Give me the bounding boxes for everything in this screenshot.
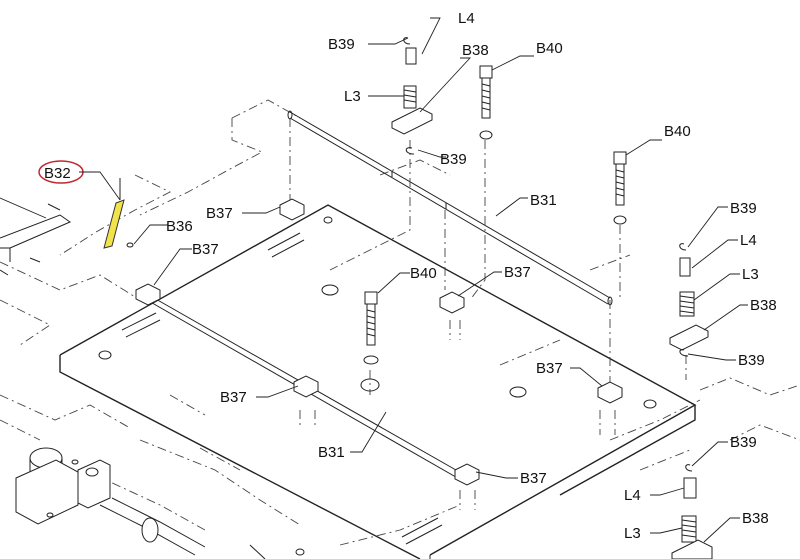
motor-assembly <box>15 447 206 556</box>
label-b40-top: B40 <box>536 40 563 57</box>
label-b39-r1: B39 <box>730 200 757 217</box>
label-b37-b: B37 <box>192 241 219 258</box>
spring-stack-right-2 <box>671 464 713 559</box>
label-b37-a: B37 <box>206 205 233 222</box>
screw-b40-mid <box>363 291 379 365</box>
label-l4-r2: L4 <box>624 487 641 504</box>
label-b36: B36 <box>166 218 193 235</box>
plate-slots <box>121 232 443 545</box>
label-b39-top: B39 <box>328 36 355 53</box>
label-b37-d: B37 <box>536 360 563 377</box>
spring-stack-right-1 <box>669 243 709 357</box>
shaft-b31-upper <box>287 110 613 306</box>
screw-b40-right <box>613 151 627 225</box>
label-b39-r3: B39 <box>730 434 757 451</box>
label-l4-top: L4 <box>458 10 475 27</box>
label-b38-r1: B38 <box>750 297 777 314</box>
label-b40-c: B40 <box>410 265 437 282</box>
part-labels: L4 B39 B38 B40 L3 B39 B40 B32 B37 B36 B3… <box>44 10 777 542</box>
label-b38-top: B38 <box>462 42 489 59</box>
label-b38-r2: B38 <box>742 510 769 527</box>
screw-b40-top <box>479 65 493 140</box>
phantom-outlines <box>0 99 800 546</box>
left-frame <box>0 203 72 276</box>
leader-lines <box>0 17 748 543</box>
label-l3-top: L3 <box>344 88 361 105</box>
label-b40-mid: B40 <box>664 123 691 140</box>
spring-stack-top <box>391 37 433 155</box>
label-l3-r1: L3 <box>742 266 759 283</box>
label-b39-r2: B39 <box>738 352 765 369</box>
label-b39-top2: B39 <box>440 151 467 168</box>
label-l4-r1: L4 <box>740 232 757 249</box>
label-b37-e: B37 <box>220 389 247 406</box>
base-plate <box>59 204 697 559</box>
label-b37-f: B37 <box>520 470 547 487</box>
label-b31-bot: B31 <box>318 444 345 461</box>
highlighted-part-b32 <box>103 178 134 249</box>
label-b31-top: B31 <box>530 192 557 209</box>
label-l3-r2: L3 <box>624 525 641 542</box>
bottom-details <box>249 544 305 559</box>
label-b32: B32 <box>44 165 71 182</box>
label-b37-c: B37 <box>504 264 531 281</box>
bearing-blocks <box>135 198 623 510</box>
plate-holes <box>98 216 657 409</box>
